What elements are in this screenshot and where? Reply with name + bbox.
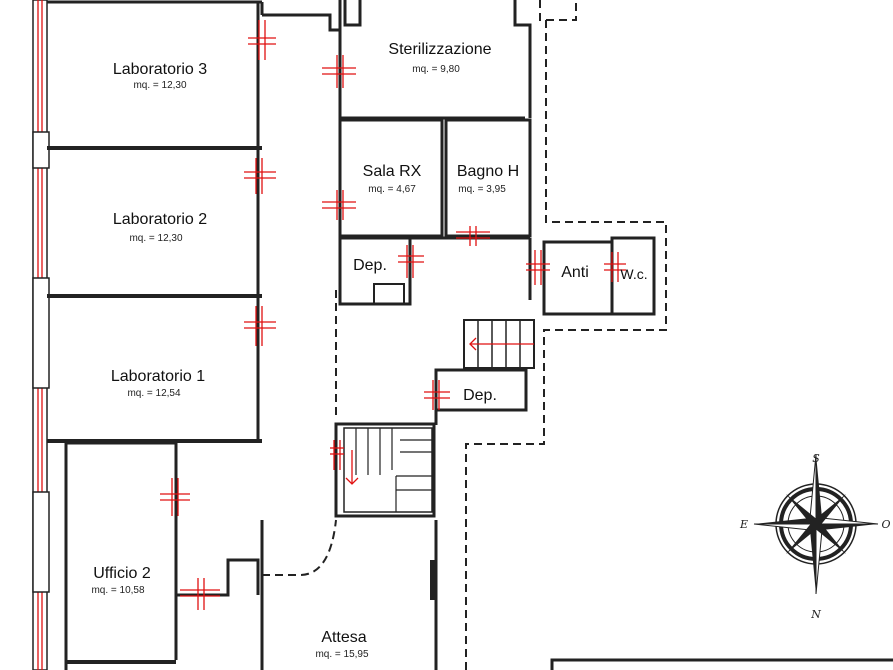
door-marker-lab1 xyxy=(244,306,276,346)
corridor-walls xyxy=(260,2,340,670)
door-marker-dep1 xyxy=(398,245,424,278)
lab3-area: mq. = 12,30 xyxy=(133,80,187,91)
salarx-name: Sala RX xyxy=(363,163,422,180)
attesa-name: Attesa xyxy=(321,629,366,646)
door-marker-bagno xyxy=(456,226,490,246)
dep2-name: Dep. xyxy=(463,387,497,404)
lab2-name: Laboratorio 2 xyxy=(113,211,207,228)
door-marker-anti xyxy=(526,250,550,285)
lab1-name: Laboratorio 1 xyxy=(111,368,205,385)
door-marker-lab3 xyxy=(248,20,276,60)
ufficio2-area: mq. = 10,58 xyxy=(91,585,145,596)
lab2-area: mq. = 12,30 xyxy=(129,233,183,244)
steril-area: mq. = 9,80 xyxy=(412,64,460,75)
lab1-area: mq. = 12,54 xyxy=(127,388,181,399)
anti-name: Anti xyxy=(561,264,589,281)
lab3-name: Laboratorio 3 xyxy=(113,61,207,78)
compass-north-label: N xyxy=(810,608,821,621)
door-marker-steril xyxy=(322,55,356,88)
staircase-upper xyxy=(463,319,535,369)
bagno-h-room xyxy=(444,118,532,238)
attesa-area: mq. = 15,95 xyxy=(315,649,369,660)
door-marker-dep2 xyxy=(424,380,450,410)
door-marker-salarx xyxy=(322,190,356,220)
sala-rx-room xyxy=(338,118,444,238)
door-marker-wc xyxy=(604,252,626,282)
bagnoh-name: Bagno H xyxy=(457,163,519,180)
ufficio2-name: Ufficio 2 xyxy=(93,565,151,582)
salarx-area: mq. = 4,67 xyxy=(368,184,416,195)
compass-west-label: O xyxy=(881,518,890,531)
door-markers xyxy=(160,20,626,610)
door-marker-attesa xyxy=(180,578,220,610)
door-marker-ufficio xyxy=(160,478,190,516)
wc-name: W.c. xyxy=(620,266,647,282)
exterior-west-wall xyxy=(32,0,50,670)
laboratorio-3-room xyxy=(47,0,262,150)
compass-east-label: E xyxy=(739,518,748,531)
laboratorio-2-room xyxy=(47,150,262,298)
laboratorio-1-room xyxy=(47,296,262,443)
door-marker-lab2 xyxy=(244,158,276,194)
compass-south-label: S xyxy=(812,452,820,465)
ufficio-2-room xyxy=(64,441,260,670)
dep1-name: Dep. xyxy=(353,257,387,274)
dashed-outlines xyxy=(262,0,893,670)
steril-name: Sterilizzazione xyxy=(388,41,491,58)
sterilizzazione-room xyxy=(338,0,532,120)
room-labels: Laboratorio 3 mq. = 12,30 Sterilizzazion… xyxy=(91,41,647,660)
door-marker-stairs xyxy=(330,440,344,470)
bagnoh-area: mq. = 3,95 xyxy=(458,184,506,195)
staircase-lower xyxy=(334,422,438,670)
compass-rose: S N E O xyxy=(739,452,891,621)
